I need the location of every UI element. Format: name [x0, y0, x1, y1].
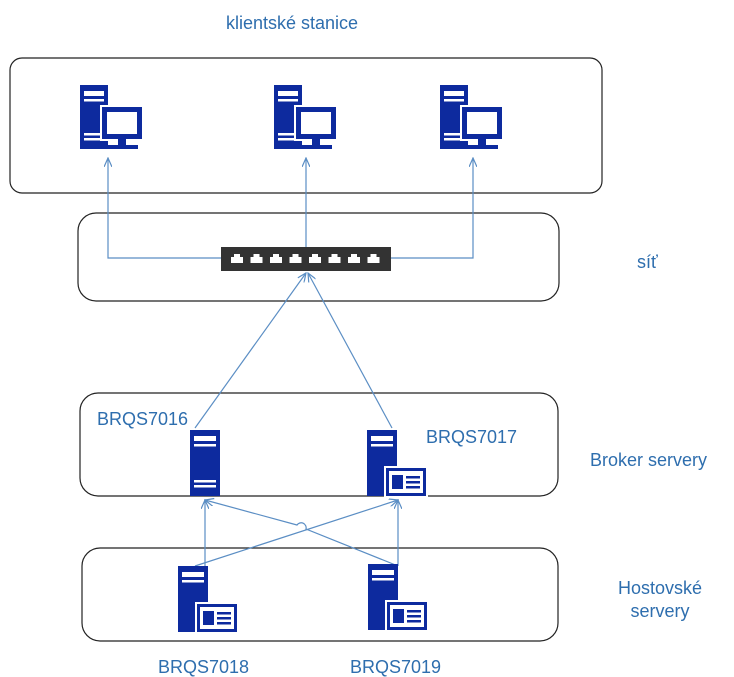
server-card-icon [367, 430, 428, 498]
switch-port [289, 254, 302, 263]
node-label-brqs7016: BRQS7016 [97, 409, 189, 429]
switch-port [367, 254, 380, 263]
layer-label-hosts: Hostovské servery [617, 578, 703, 622]
link-broker2-switch [308, 273, 393, 429]
link-broker1-switch [194, 273, 306, 429]
switch-port [328, 254, 341, 263]
link-switch-client-3 [391, 158, 473, 259]
switch-port [250, 254, 263, 263]
layer-label-broker: Broker servery [590, 450, 708, 470]
server-card-icon [368, 564, 429, 632]
link-host2-broker1 [205, 500, 399, 567]
switch-icon [221, 247, 391, 271]
hosts-box [81, 547, 559, 642]
layer-label-network: síť [637, 252, 658, 272]
workstation-icon [440, 85, 504, 149]
connections [108, 158, 473, 567]
switch-port [309, 254, 321, 263]
broker-box [79, 392, 559, 497]
link-switch-client-1 [108, 158, 221, 259]
workstation-icon [80, 85, 144, 149]
switch-port [231, 254, 243, 263]
server-icon [190, 430, 220, 496]
switch-port [270, 254, 282, 263]
node-label-brqs7019: BRQS7019 [350, 657, 442, 677]
server-card-icon [178, 566, 239, 634]
link-host1-broker2 [194, 500, 398, 567]
switch-port [348, 254, 360, 263]
network-box [77, 212, 560, 302]
workstation-icon [274, 85, 338, 149]
diagram-title: klientské stanice [226, 13, 359, 33]
node-label-brqs7018: BRQS7018 [158, 657, 250, 677]
node-label-brqs7017: BRQS7017 [426, 427, 518, 447]
